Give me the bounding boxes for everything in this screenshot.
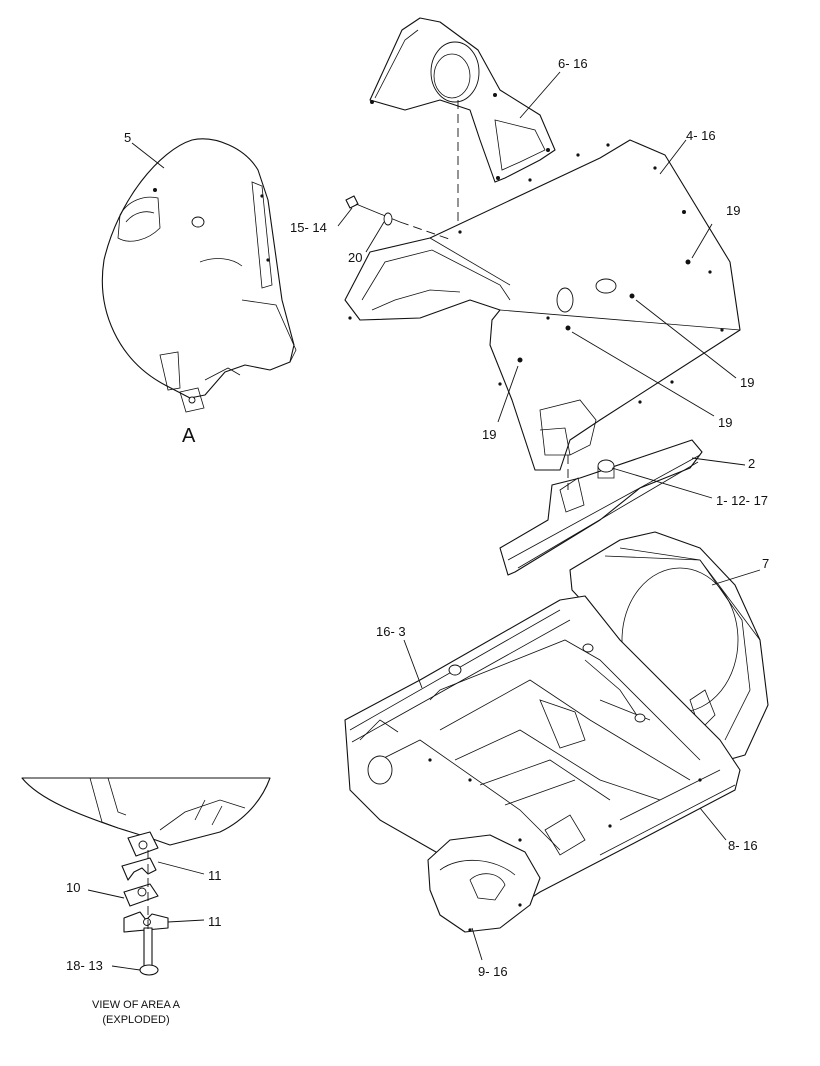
callout-19: 19 <box>482 427 496 442</box>
part-16-3-lower-frame <box>344 595 741 906</box>
callout-18-13: 18- 13 <box>66 958 103 973</box>
callout-2: 2 <box>748 456 755 471</box>
caption-line-2: (EXPLODED) <box>102 1014 169 1026</box>
callout-4-16: 4- 16 <box>686 128 716 143</box>
callout-6-16: 6- 16 <box>558 56 588 71</box>
part-6-16-upper-bracket <box>369 17 556 183</box>
callout-9-16: 9- 16 <box>478 964 508 979</box>
part-2-rail <box>499 439 703 576</box>
callout-19: 19 <box>718 415 732 430</box>
callout-19: 19 <box>740 375 754 390</box>
callout-7: 7 <box>762 556 769 571</box>
callout-11: 11 <box>208 914 222 929</box>
callout-20: 20 <box>348 250 362 265</box>
callout-16-3: 16- 3 <box>376 624 406 639</box>
part-4-16-main-plate <box>344 139 741 471</box>
callout-labels: 5 A 6- 16 4- 16 15- 14 20 19 19 19 19 2 … <box>66 56 769 979</box>
callout-1-12-17: 1- 12- 17 <box>716 493 768 508</box>
callout-11: 11 <box>208 868 222 883</box>
callout-10: 10 <box>66 880 80 895</box>
part-9-16-lower-cover <box>427 834 541 933</box>
caption-line-1: VIEW OF AREA A <box>92 999 181 1011</box>
view-of-area-a <box>21 777 271 976</box>
view-caption: VIEW OF AREA A (EXPLODED) <box>92 999 181 1026</box>
callout-a: A <box>182 425 196 447</box>
leader-lines <box>87 71 761 971</box>
callout-5: 5 <box>124 130 131 145</box>
part-5-guard-cover <box>101 138 297 413</box>
callout-15-14: 15- 14 <box>290 220 327 235</box>
callout-8-16: 8- 16 <box>728 838 758 853</box>
callout-19: 19 <box>726 203 740 218</box>
bolt-and-washer <box>345 195 453 241</box>
